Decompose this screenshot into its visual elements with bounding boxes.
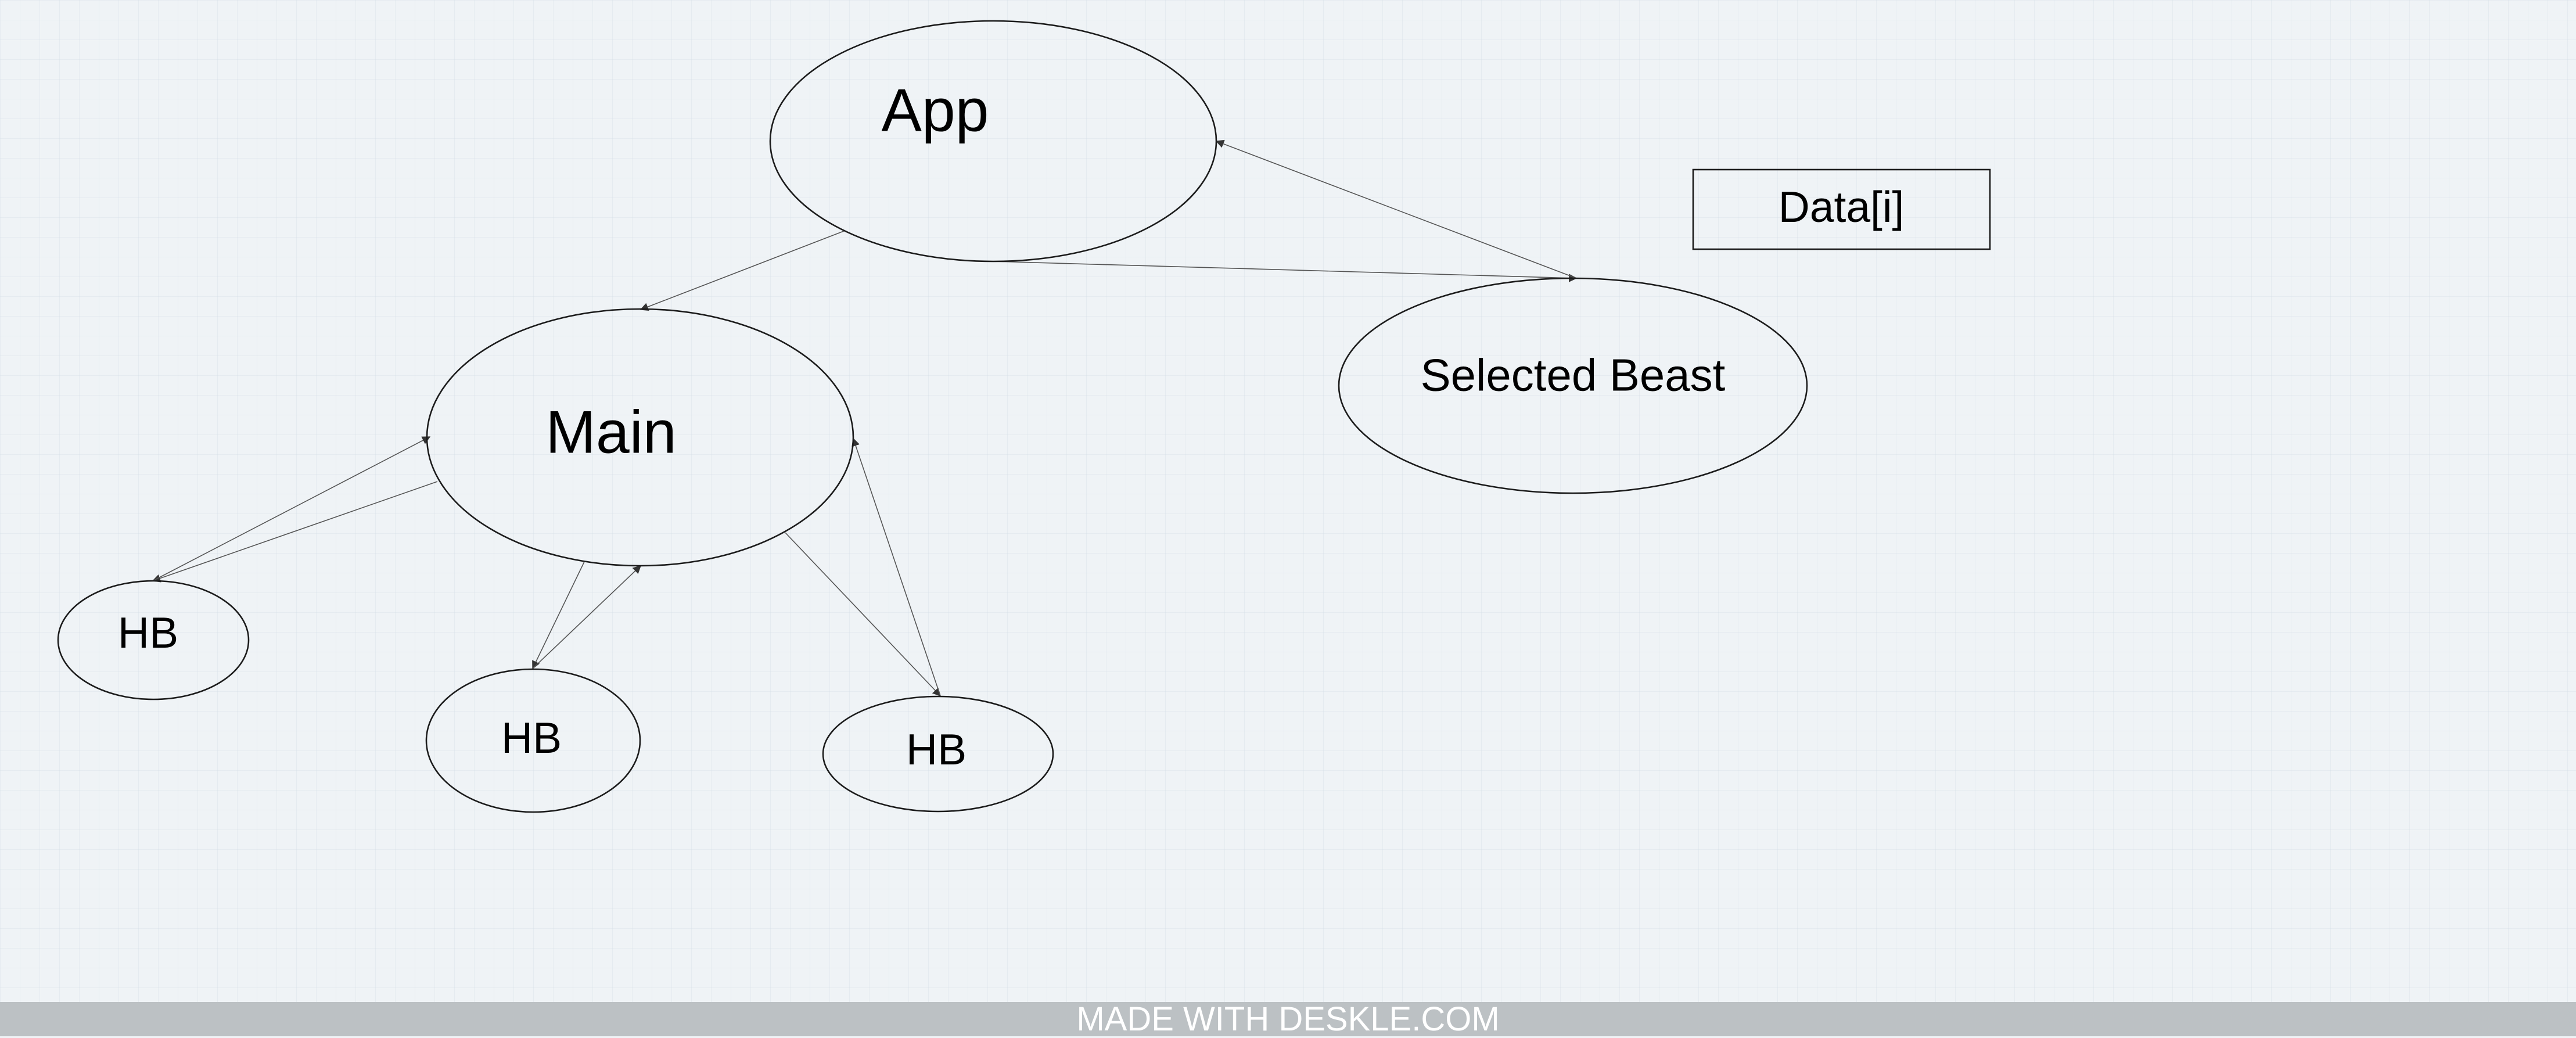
node-selected-beast-shape (1338, 277, 1808, 494)
edge-main-to-hb-right[interactable] (785, 532, 941, 697)
edges (152, 139, 1578, 697)
edge-hb-left-to-main[interactable] (152, 436, 431, 581)
edge-app-to-selected-beast[interactable] (993, 261, 1578, 282)
node-data[interactable]: Data[i] (1692, 168, 1991, 250)
node-main-label: Main (545, 398, 676, 466)
node-main[interactable]: Main (426, 308, 854, 567)
node-hb-left-shape (57, 580, 250, 701)
watermark-footer: MADE WITH DESKLE.COM (0, 1002, 2576, 1036)
edge-selected-beast-to-app[interactable] (1215, 139, 1577, 279)
edge-hb-right-to-main[interactable] (852, 437, 941, 696)
node-data-shape (1692, 168, 1991, 250)
node-hb-left-label: HB (118, 608, 178, 657)
edge-main-to-hb-left[interactable] (152, 481, 438, 583)
node-hb-left[interactable]: HB (57, 580, 250, 701)
node-selected-beast-label: Selected Beast (1421, 350, 1726, 401)
edge-main-to-hb-middle[interactable] (532, 561, 585, 670)
node-hb-right-shape (822, 695, 1054, 813)
diagram-canvas[interactable]: App Main Selected Beast Data[i] HB HB (0, 0, 2576, 1002)
node-hb-right-label: HB (906, 725, 967, 774)
edge-hb-middle-to-main[interactable] (532, 565, 642, 669)
node-hb-right[interactable]: HB (822, 695, 1054, 813)
node-selected-beast[interactable]: Selected Beast (1338, 277, 1808, 494)
node-main-shape (426, 308, 854, 567)
node-hb-middle-shape (425, 668, 641, 813)
footer-text: MADE WITH DESKLE.COM (1076, 1000, 1500, 1038)
node-app-label: App (881, 77, 989, 144)
node-app-shape (769, 20, 1217, 263)
diagram-svg: App Main Selected Beast Data[i] HB HB (57, 20, 1991, 813)
node-hb-middle-label: HB (501, 713, 562, 762)
node-data-label: Data[i] (1779, 182, 1905, 231)
node-hb-middle[interactable]: HB (425, 668, 641, 813)
edge-app-to-main[interactable] (639, 230, 846, 311)
node-app[interactable]: App (769, 20, 1217, 263)
